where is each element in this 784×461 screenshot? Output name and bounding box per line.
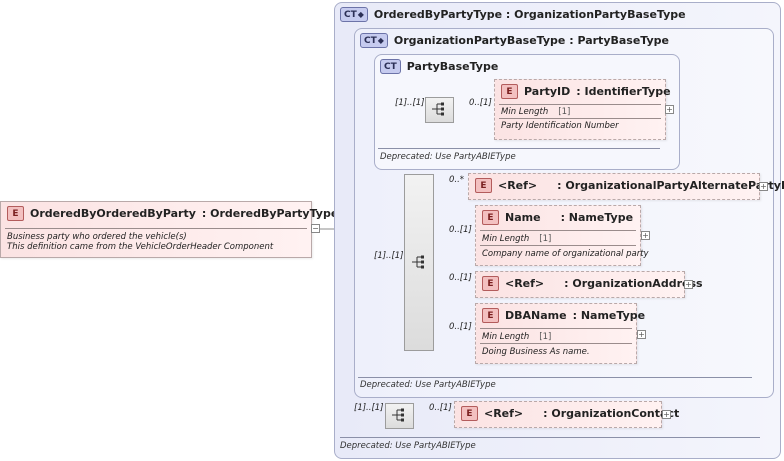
contact-expand-toggle[interactable]: + — [662, 410, 671, 419]
ct-badge-text: CT — [364, 35, 377, 46]
element-badge: E — [482, 210, 499, 225]
element-badge: E — [501, 84, 518, 99]
sequence-icon — [432, 102, 444, 116]
name-cardinality: 0..[1] — [449, 225, 472, 235]
contact-element[interactable]: E <Ref> : OrganizationContact — [454, 401, 679, 428]
facet-value: [1] — [539, 234, 552, 244]
facet-label: Min Length — [482, 332, 530, 342]
inner-deprecated-note: Deprecated: Use PartyABIEType — [380, 152, 516, 162]
address-cardinality: 0..[1] — [449, 273, 472, 283]
dba-header: E DBAName : NameType — [482, 308, 645, 323]
dba-doc: Doing Business As name. — [482, 347, 590, 357]
partyid-element[interactable]: E PartyID : IdentifierType Min Length [1]… — [494, 79, 671, 140]
ct-badge: CT◆ — [340, 7, 368, 22]
facet-label: Min Length — [501, 107, 549, 117]
element-badge: E — [482, 276, 499, 291]
partyid-name: PartyID — [524, 85, 571, 98]
contact-header: E <Ref> : OrganizationContact — [461, 406, 679, 421]
root-element-header: E OrderedByOrderedByParty : OrderedByPar… — [7, 206, 338, 221]
outer-deprecated-note: Deprecated: Use PartyABIEType — [340, 441, 476, 451]
contact-ref: <Ref> — [484, 407, 524, 420]
outer-divider — [340, 437, 760, 438]
root-doc-line-2: This definition came from the VehicleOrd… — [7, 242, 274, 252]
address-element[interactable]: E <Ref> : OrganizationAddress — [475, 271, 703, 298]
facet-label: Min Length — [482, 234, 530, 244]
ct-derived-icon: ◆ — [377, 36, 384, 45]
dba-element[interactable]: E DBAName : NameType Min Length [1] Doing… — [475, 303, 645, 364]
root-element-box[interactable]: E OrderedByOrderedByParty : OrderedByPar… — [0, 201, 338, 258]
ct-badge: CT◆ — [360, 33, 388, 48]
partyid-divider-2 — [499, 118, 661, 119]
partyid-expand-toggle[interactable]: + — [665, 105, 674, 114]
partyid-facet: Min Length [1] — [501, 107, 570, 117]
altid-ref: <Ref> — [498, 179, 538, 192]
inner-seq-cardinality: [1]..[1] — [395, 98, 425, 108]
ct-derived-icon: ◆ — [357, 10, 364, 19]
org-seq-cardinality: [1]..[1] — [374, 251, 404, 261]
altid-expand-toggle[interactable]: + — [759, 182, 768, 191]
name-facet: Min Length [1] — [482, 234, 551, 244]
middle-ct-header: CT◆ OrganizationPartyBaseType : PartyBas… — [360, 33, 669, 48]
name-header: E Name : NameType — [482, 210, 633, 225]
sequence-icon — [392, 408, 404, 422]
address-expand-toggle[interactable]: + — [684, 280, 693, 289]
altid-element[interactable]: E <Ref> : OrganizationalPartyAlternatePa… — [468, 173, 784, 200]
address-type: : OrganizationAddress — [564, 277, 703, 290]
outer-ct-header: CT◆ OrderedByPartyType : OrganizationPar… — [340, 7, 686, 22]
sequence-icon — [412, 255, 424, 269]
contact-type: : OrganizationContact — [543, 407, 680, 420]
middle-deprecated-note: Deprecated: Use PartyABIEType — [360, 380, 496, 390]
root-element-name: OrderedByOrderedByParty — [30, 207, 196, 220]
name-type: : NameType — [560, 211, 634, 224]
facet-value: [1] — [558, 107, 571, 117]
element-badge: E — [482, 308, 499, 323]
name-expand-toggle[interactable]: + — [641, 231, 650, 240]
dba-divider-1 — [480, 328, 632, 329]
ct-badge-text: CT — [344, 9, 357, 20]
outer-ct-title: OrderedByPartyType : OrganizationPartyBa… — [373, 8, 686, 21]
dba-name: DBAName — [505, 309, 567, 322]
partyid-cardinality: 0..[1] — [469, 98, 492, 108]
dba-type: : NameType — [572, 309, 646, 322]
altid-cardinality: 0..* — [449, 175, 465, 185]
name-name: Name — [505, 211, 541, 224]
altid-header: E <Ref> : OrganizationalPartyAlternatePa… — [475, 178, 784, 193]
inner-divider — [378, 148, 660, 149]
contact-cardinality: 0..[1] — [429, 403, 452, 413]
inner-sequence-compositor[interactable] — [425, 97, 454, 123]
root-doc-line-1: Business party who ordered the vehicle(s… — [7, 232, 187, 242]
element-badge: E — [475, 178, 492, 193]
partyid-doc: Party Identification Number — [501, 121, 619, 131]
middle-divider — [358, 377, 752, 378]
inner-ct-title: PartyBaseType — [406, 60, 499, 73]
name-divider-2 — [480, 245, 636, 246]
address-ref: <Ref> — [505, 277, 545, 290]
partyid-header: E PartyID : IdentifierType — [501, 84, 671, 99]
ct-badge: CT — [380, 59, 401, 74]
name-divider-1 — [480, 230, 636, 231]
element-badge: E — [461, 406, 478, 421]
dba-divider-2 — [480, 343, 632, 344]
address-header: E <Ref> : OrganizationAddress — [482, 276, 703, 291]
facet-value: [1] — [539, 332, 552, 342]
root-element-type: : OrderedByPartyType — [201, 207, 339, 220]
altid-type: : OrganizationalPartyAlternatePartyId — [557, 179, 784, 192]
root-divider — [5, 228, 307, 229]
dba-expand-toggle[interactable]: + — [637, 330, 646, 339]
root-collapse-toggle[interactable]: − — [311, 224, 320, 233]
middle-ct-title: OrganizationPartyBaseType : PartyBaseTyp… — [393, 34, 670, 47]
partyid-type: : IdentifierType — [576, 85, 671, 98]
element-badge: E — [7, 206, 24, 221]
dba-cardinality: 0..[1] — [449, 322, 472, 332]
inner-ct-header: CT PartyBaseType — [380, 59, 498, 74]
contact-seq-cardinality: [1]..[1] — [354, 403, 384, 413]
partyid-divider-1 — [499, 104, 661, 105]
dba-facet: Min Length [1] — [482, 332, 551, 342]
name-doc: Company name of organizational party — [482, 249, 649, 259]
contact-sequence-compositor[interactable] — [385, 403, 414, 429]
name-element[interactable]: E Name : NameType Min Length [1] Company … — [475, 205, 649, 266]
